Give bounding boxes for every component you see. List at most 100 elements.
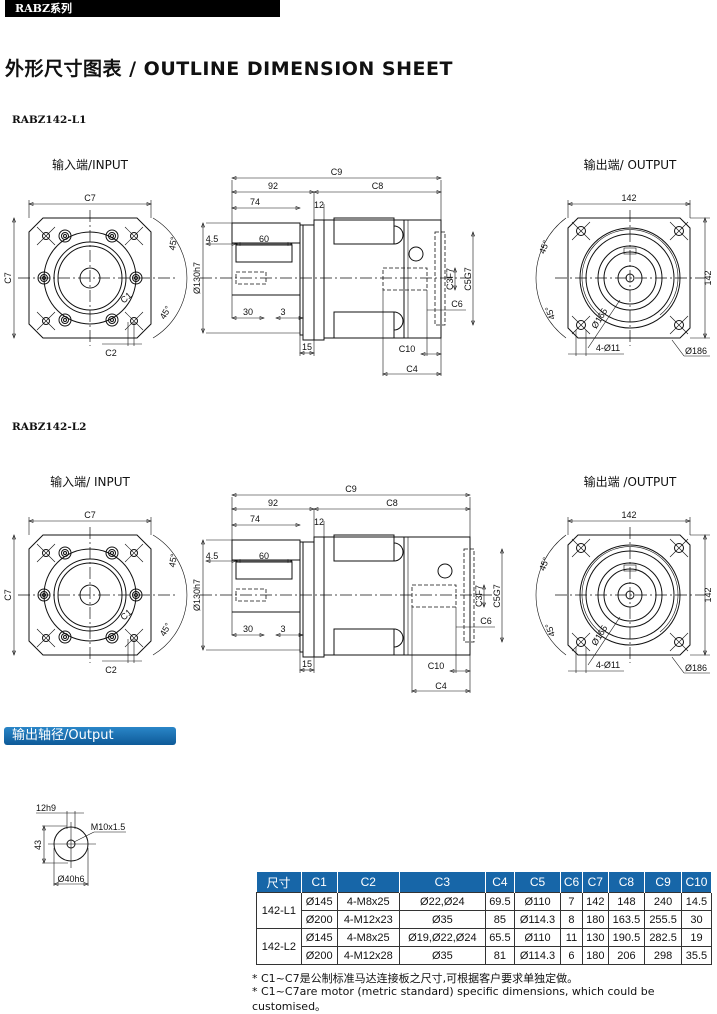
column-header: C6 — [560, 872, 584, 893]
column-header: C4 — [485, 872, 516, 893]
dim-3: 3 — [280, 307, 285, 317]
dim-142-right: 142 — [703, 587, 713, 602]
diameter-165-dim: Ø165 — [589, 623, 609, 647]
dim-60: 60 — [259, 234, 269, 244]
dim-12: 12 — [314, 517, 324, 527]
note-en: * C1~C7are motor (metric standard) speci… — [252, 985, 655, 1013]
table-cell: 240 — [644, 892, 682, 911]
table-cell: 7 — [559, 892, 584, 911]
dim-142-top: 142 — [621, 510, 636, 520]
c3-dim: C3F7 — [474, 585, 484, 607]
table-cell: 142 — [582, 892, 609, 911]
c5-dim: C5G7 — [492, 584, 502, 608]
output-end-label: 输出端/ OUTPUT — [584, 157, 677, 172]
table-cell: 81 — [484, 946, 516, 965]
diameter-130-dim: Ø130h7 — [192, 262, 202, 294]
table-cell: 255.5 — [644, 910, 682, 929]
dim-15: 15 — [302, 659, 312, 669]
table-cell: Ø35 — [398, 910, 486, 929]
shaft-height-dim: 43 — [33, 840, 43, 850]
c8-dim: C8 — [372, 181, 384, 191]
c6-dim: C6 — [451, 299, 463, 309]
output-angle-45-bottom: 45° — [543, 305, 557, 322]
diameter-186-dim: Ø186 — [685, 663, 707, 673]
table-cell: 180 — [582, 946, 609, 965]
table-cell: 4-M12x28 — [336, 946, 400, 965]
angle-45-top: 45° — [167, 553, 179, 569]
c5-dim: C5G7 — [463, 267, 473, 291]
dim-4-5: 4.5 — [206, 551, 219, 561]
model-cell: 142-L2 — [256, 928, 302, 965]
dim-4-5: 4.5 — [206, 234, 219, 244]
c4-dim: C4 — [435, 681, 447, 691]
table-cell: 30 — [680, 910, 713, 929]
table-cell: 85 — [484, 910, 516, 929]
column-header: C8 — [608, 872, 646, 893]
model-cell: 142-L1 — [256, 892, 302, 929]
holes-4-11-dim: 4-Ø11 — [596, 343, 620, 353]
column-header: C1 — [301, 872, 338, 893]
table-cell: 35.5 — [680, 946, 713, 965]
c6-dim: C6 — [480, 616, 492, 626]
note-cn: * C1~C7是公制标准马达连接板之尺寸,可根据客户要求单独定做。 — [252, 972, 579, 985]
c7-top-dim: C7 — [84, 510, 96, 520]
key-width-dim: 12h9 — [36, 803, 56, 813]
output-end-label: 输出端 /OUTPUT — [584, 474, 677, 489]
table-cell: Ø114.3 — [514, 946, 561, 965]
page-title: 外形尺寸图表 / OUTLINE DIMENSION SHEET — [5, 58, 453, 80]
table-cell: Ø110 — [514, 928, 561, 947]
dim-74: 74 — [250, 514, 260, 524]
output-angle-45-top: 45° — [537, 238, 551, 255]
table-cell: Ø35 — [398, 946, 486, 965]
table-cell: 14.5 — [680, 892, 713, 911]
series-header-bar: RABZ系列 — [5, 0, 280, 17]
table-cell: Ø19,Ø22,Ø24 — [398, 928, 486, 947]
dim-74: 74 — [250, 197, 260, 207]
table-cell: Ø145 — [300, 892, 338, 911]
output-angle-45-top: 45° — [537, 555, 551, 572]
c7-top-dim: C7 — [84, 193, 96, 203]
c8-dim: C8 — [386, 498, 398, 508]
shaft-diameter-dim: Ø40h6 — [57, 874, 84, 884]
output-diameter-badge: 输出轴径/Output Diameter — [4, 727, 176, 761]
angle-45-top: 45° — [167, 236, 179, 252]
table-cell: 6 — [559, 946, 584, 965]
column-header: 尺寸 — [256, 872, 302, 893]
table-cell: Ø145 — [300, 928, 338, 947]
table-cell: 69.5 — [484, 892, 516, 911]
table-cell: 180 — [582, 910, 609, 929]
column-header: C10 — [681, 872, 713, 893]
table-cell: 163.5 — [607, 910, 646, 929]
c2-dim: C2 — [105, 665, 117, 675]
angle-45-bottom: 45° — [158, 304, 174, 321]
table-cell: 19 — [680, 928, 713, 947]
table-cell: 65.5 — [484, 928, 516, 947]
dim-30: 30 — [243, 624, 253, 634]
c9-dim: C9 — [331, 167, 343, 177]
holes-4-11-dim: 4-Ø11 — [596, 660, 620, 670]
table-cell: 4-M8x25 — [336, 928, 400, 947]
c10-dim: C10 — [399, 344, 416, 354]
column-header: C3 — [399, 872, 486, 893]
dim-92: 92 — [268, 181, 278, 191]
angle-45-bottom: 45° — [158, 621, 174, 638]
dim-142-top: 142 — [621, 193, 636, 203]
table-cell: 4-M8x25 — [336, 892, 400, 911]
table-cell: 4-M12x23 — [336, 910, 400, 929]
table-cell: 11 — [559, 928, 584, 947]
c7-left-dim: C7 — [3, 272, 13, 284]
table-cell: Ø200 — [300, 910, 338, 929]
table-cell: 190.5 — [607, 928, 646, 947]
table-cell: Ø22,Ø24 — [398, 892, 486, 911]
c10-dim: C10 — [428, 661, 445, 671]
c3-dim: C3F7 — [445, 268, 455, 290]
